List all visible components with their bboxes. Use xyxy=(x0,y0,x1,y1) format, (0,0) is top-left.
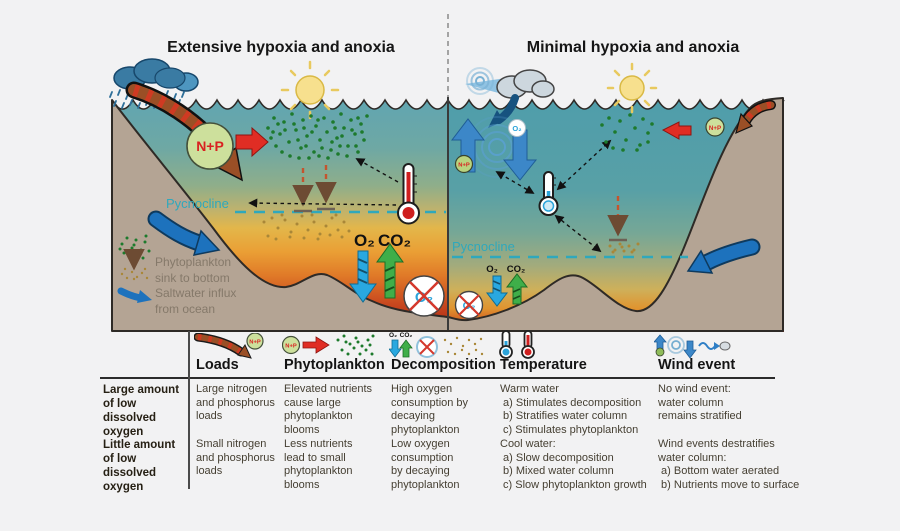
co2-up-arrow-right xyxy=(505,273,529,305)
legend-saltwater-line1: Saltwater influx xyxy=(155,286,236,300)
no-oxygen-badge-left: O₂ xyxy=(403,275,445,317)
column-header-decomposition: Decomposition xyxy=(391,357,496,373)
nutrient-runoff-arrow-right xyxy=(735,100,776,135)
legend-saltwater-line2: from ocean xyxy=(155,302,215,316)
o2-down-arrow-right xyxy=(485,275,509,307)
decomposition-icon: O₂ CO₂ xyxy=(389,330,489,360)
co2-label-right: CO₂ xyxy=(507,264,525,275)
cell-loads-row1: Large nitrogen and phosphorus loads xyxy=(196,383,275,422)
np-label-loads-icon: N+P xyxy=(249,340,261,346)
np-nutrients-badge-left: N+P xyxy=(186,122,234,170)
column-header-loads: Loads xyxy=(196,357,239,373)
pycnocline-label-left: Pycnocline xyxy=(166,196,229,211)
sinking-arrow-right xyxy=(607,196,629,242)
np-label-phyto-icon: N+P xyxy=(285,344,297,350)
pointer-to-bloom-right xyxy=(556,139,612,191)
right-panel-title: Minimal hypoxia and anoxia xyxy=(527,39,740,56)
phytoplankton-bloom-right xyxy=(600,113,654,152)
co2-label-decomp-icon: CO₂ xyxy=(400,332,413,339)
o2-label-decomp-icon: O₂ xyxy=(389,332,397,339)
cell-decomposition-row2: Low oxygen consumption by decaying phyto… xyxy=(391,438,460,491)
column-header-temperature: Temperature xyxy=(500,357,587,373)
pointer-to-bloom-left xyxy=(355,158,399,183)
gas-exchange-left: O₂ CO₂ xyxy=(349,231,411,303)
saltwater-influx-arrow-left xyxy=(147,210,221,256)
bloom-arrow-right xyxy=(661,121,692,140)
cell-phytoplankton-row1: Elevated nutrients cause large phytoplan… xyxy=(284,383,373,436)
table-header-rule xyxy=(100,377,775,379)
sun-icon-right xyxy=(606,62,658,114)
cell-temperature-row2: Cool water: a) Slow decomposition b) Mix… xyxy=(500,438,647,491)
cell-wind-event-row2: Wind events destratifies water column: a… xyxy=(658,438,800,491)
pycnocline-label-right: Pycnocline xyxy=(452,239,515,254)
cell-loads-row2: Small nitrogen and phosphorus loads xyxy=(196,438,275,477)
np-label-left: N+P xyxy=(196,138,224,154)
legend-bottom-particles xyxy=(120,267,149,281)
wind-mixing-arrow xyxy=(488,94,519,128)
row-header-little-amount: Little amount of low dissolved oxygen xyxy=(103,439,176,493)
downwelling-arrow: O₂ xyxy=(502,119,538,181)
o2-label-right: O₂ xyxy=(486,264,498,275)
sinking-arrows-left xyxy=(292,165,337,213)
cell-decomposition-row1: High oxygen consumption by decaying phyt… xyxy=(391,383,469,436)
temperature-icon xyxy=(496,330,551,360)
loads-icon: N+P xyxy=(194,333,266,359)
cell-temperature-row1: Warm water a) Stimulates decomposition b… xyxy=(500,383,642,436)
pointer-to-sinking-right xyxy=(554,214,602,253)
seafloor-land xyxy=(111,97,784,332)
cell-phytoplankton-row2: Less nutrients lead to small phytoplankt… xyxy=(284,438,353,491)
legend-influx-arrowhead xyxy=(137,290,152,303)
co2-label-left: CO₂ xyxy=(378,231,411,250)
np-label-right: N+P xyxy=(709,125,721,132)
sinking-particles-right xyxy=(608,242,640,254)
legend-phytoplankton-line2: sink to bottom xyxy=(155,271,230,285)
column-header-phytoplankton: Phytoplankton xyxy=(284,357,385,373)
legend-phytoplankton-line1: Phytoplankton xyxy=(155,255,231,269)
column-header-wind-event: Wind event xyxy=(658,357,736,373)
left-panel-title: Extensive hypoxia and anoxia xyxy=(167,39,395,56)
phytoplankton-bloom-left xyxy=(266,112,369,160)
estuary-cross-section-diagram: Pycnocline Pycnocline N+P xyxy=(109,14,785,332)
cell-wind-event-row1: No wind event: water column remains stra… xyxy=(658,383,742,422)
sinking-particles-left xyxy=(262,213,351,241)
table-vertical-rule xyxy=(188,331,190,489)
phytoplankton-icon: N+P xyxy=(282,332,378,360)
no-oxygen-badge-right: O₂ xyxy=(454,290,484,320)
upwelling-arrow: N+P xyxy=(450,118,486,174)
np-nutrients-badge-right: N+P xyxy=(705,117,725,137)
o2-down-arrow-left xyxy=(349,250,377,303)
gas-exchange-right: O₂ CO₂ xyxy=(485,264,529,307)
wind-event-icon xyxy=(654,333,732,359)
bloom-arrow-left xyxy=(235,126,269,158)
legend-left: Phytoplankton sink to bottom Saltwater i… xyxy=(117,234,236,316)
saltwater-influx-arrow-right xyxy=(686,238,761,274)
warm-thermometer-icon xyxy=(397,163,420,225)
co2-up-arrow-left xyxy=(376,243,404,299)
np-label-mixing: N+P xyxy=(458,163,470,169)
cool-thermometer-icon xyxy=(538,171,559,216)
o2-label-left: O₂ xyxy=(354,231,375,250)
o2-label-mixing: O₂ xyxy=(512,124,521,133)
row-header-large-amount: Large amount of low dissolved oxygen xyxy=(103,384,180,438)
pointer-to-sinking-left xyxy=(248,198,397,208)
wind-cloud-icon xyxy=(465,67,555,99)
